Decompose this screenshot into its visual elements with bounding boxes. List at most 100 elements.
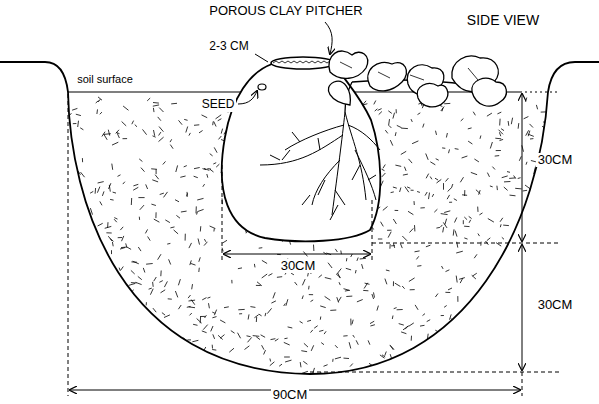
soil-fleck	[197, 319, 202, 324]
soil-fleck	[97, 276, 100, 280]
soil-fleck	[80, 214, 83, 217]
soil-fleck	[154, 277, 157, 281]
soil-fleck	[528, 326, 529, 330]
soil-fleck	[418, 113, 421, 115]
soil-fleck	[207, 371, 209, 375]
soil-fleck	[68, 283, 71, 289]
soil-fleck	[444, 306, 447, 308]
soil-fleck	[180, 176, 185, 177]
soil-fleck	[80, 294, 86, 296]
soil-fleck	[501, 317, 503, 320]
soil-fleck	[516, 336, 518, 339]
seed	[258, 84, 266, 90]
soil-fleck	[131, 307, 134, 312]
soil-fleck	[459, 278, 465, 280]
soil-fleck	[115, 369, 119, 372]
soil-fleck	[395, 165, 401, 166]
soil-fleck	[169, 259, 171, 264]
soil-fleck	[245, 346, 250, 350]
soil-fleck	[356, 340, 358, 344]
soil-fleck	[187, 193, 188, 196]
soil-fleck	[165, 220, 170, 223]
soil-fleck	[490, 142, 492, 149]
soil-fleck	[420, 325, 425, 327]
soil-fleck	[332, 359, 333, 362]
soil-fleck	[416, 256, 418, 259]
soil-fleck	[389, 244, 390, 249]
soil-fleck	[464, 226, 469, 227]
soil-fleck	[161, 341, 165, 343]
soil-fleck	[441, 214, 448, 215]
soil-fleck	[403, 174, 408, 175]
soil-fleck	[153, 102, 159, 104]
soil-fleck	[534, 205, 537, 207]
soil-fleck	[507, 171, 510, 173]
soil-fleck	[148, 237, 151, 241]
soil-fleck	[500, 224, 502, 227]
soil-fleck	[199, 131, 203, 133]
soil-fleck	[110, 199, 114, 201]
soil-fleck	[313, 245, 314, 251]
soil-fleck	[198, 209, 204, 211]
soil-fleck	[445, 292, 450, 293]
soil-fleck	[456, 340, 458, 345]
soil-fleck	[525, 357, 527, 361]
soil-fleck	[112, 142, 118, 145]
soil-fleck	[518, 177, 521, 179]
soil-fleck	[118, 291, 124, 293]
soil-fleck	[84, 348, 88, 351]
soil-fleck	[304, 343, 308, 347]
soil-fleck	[319, 330, 323, 331]
soil-fleck	[350, 319, 351, 326]
soil-fleck	[150, 289, 153, 295]
soil-fleck	[441, 107, 444, 112]
soil-fleck	[434, 354, 436, 361]
soil-fleck	[511, 118, 512, 125]
soil-fleck	[353, 335, 355, 338]
soil-fleck	[194, 124, 199, 126]
soil-fleck	[477, 207, 478, 212]
soil-fleck	[401, 128, 408, 130]
soil-fleck	[239, 313, 242, 314]
soil-fleck	[455, 218, 457, 223]
soil-fleck	[111, 164, 113, 170]
soil-fleck	[111, 302, 114, 304]
soil-fleck	[160, 271, 161, 277]
soil-fleck	[123, 138, 128, 139]
soil-fleck	[475, 350, 477, 353]
soil-fleck	[200, 365, 202, 368]
soil-fleck	[349, 342, 351, 348]
soil-fleck	[160, 193, 164, 194]
soil-fleck	[256, 285, 261, 286]
soil-fleck	[464, 217, 467, 220]
soil-fleck	[420, 207, 424, 208]
soil-fleck	[202, 298, 206, 300]
soil-fleck	[479, 344, 483, 349]
soil-fleck	[284, 357, 290, 358]
soil-fleck	[335, 345, 338, 348]
soil-fleck	[106, 341, 111, 345]
soil-fleck	[346, 258, 348, 261]
soil-fleck	[114, 358, 120, 359]
soil-fleck	[311, 345, 314, 351]
soil-fleck	[443, 227, 444, 232]
soil-fleck	[98, 292, 101, 293]
soil-fleck	[265, 313, 267, 316]
soil-fleck	[533, 234, 537, 235]
soil-fleck	[409, 278, 415, 282]
soil-fleck	[284, 342, 290, 345]
soil-fleck	[204, 239, 206, 242]
soil-fleck	[105, 226, 112, 228]
soil-fleck	[517, 346, 519, 349]
soil-fleck	[208, 303, 210, 308]
soil-fleck	[95, 188, 97, 194]
soil-fleck	[400, 188, 401, 193]
soil-fleck	[343, 335, 347, 336]
soil-fleck	[120, 248, 125, 250]
soil-fleck	[510, 195, 516, 197]
soil-fleck	[213, 229, 214, 232]
soil-fleck	[523, 335, 527, 337]
soil-fleck	[397, 309, 403, 310]
soil-fleck	[153, 308, 156, 312]
soil-fleck	[189, 306, 195, 308]
